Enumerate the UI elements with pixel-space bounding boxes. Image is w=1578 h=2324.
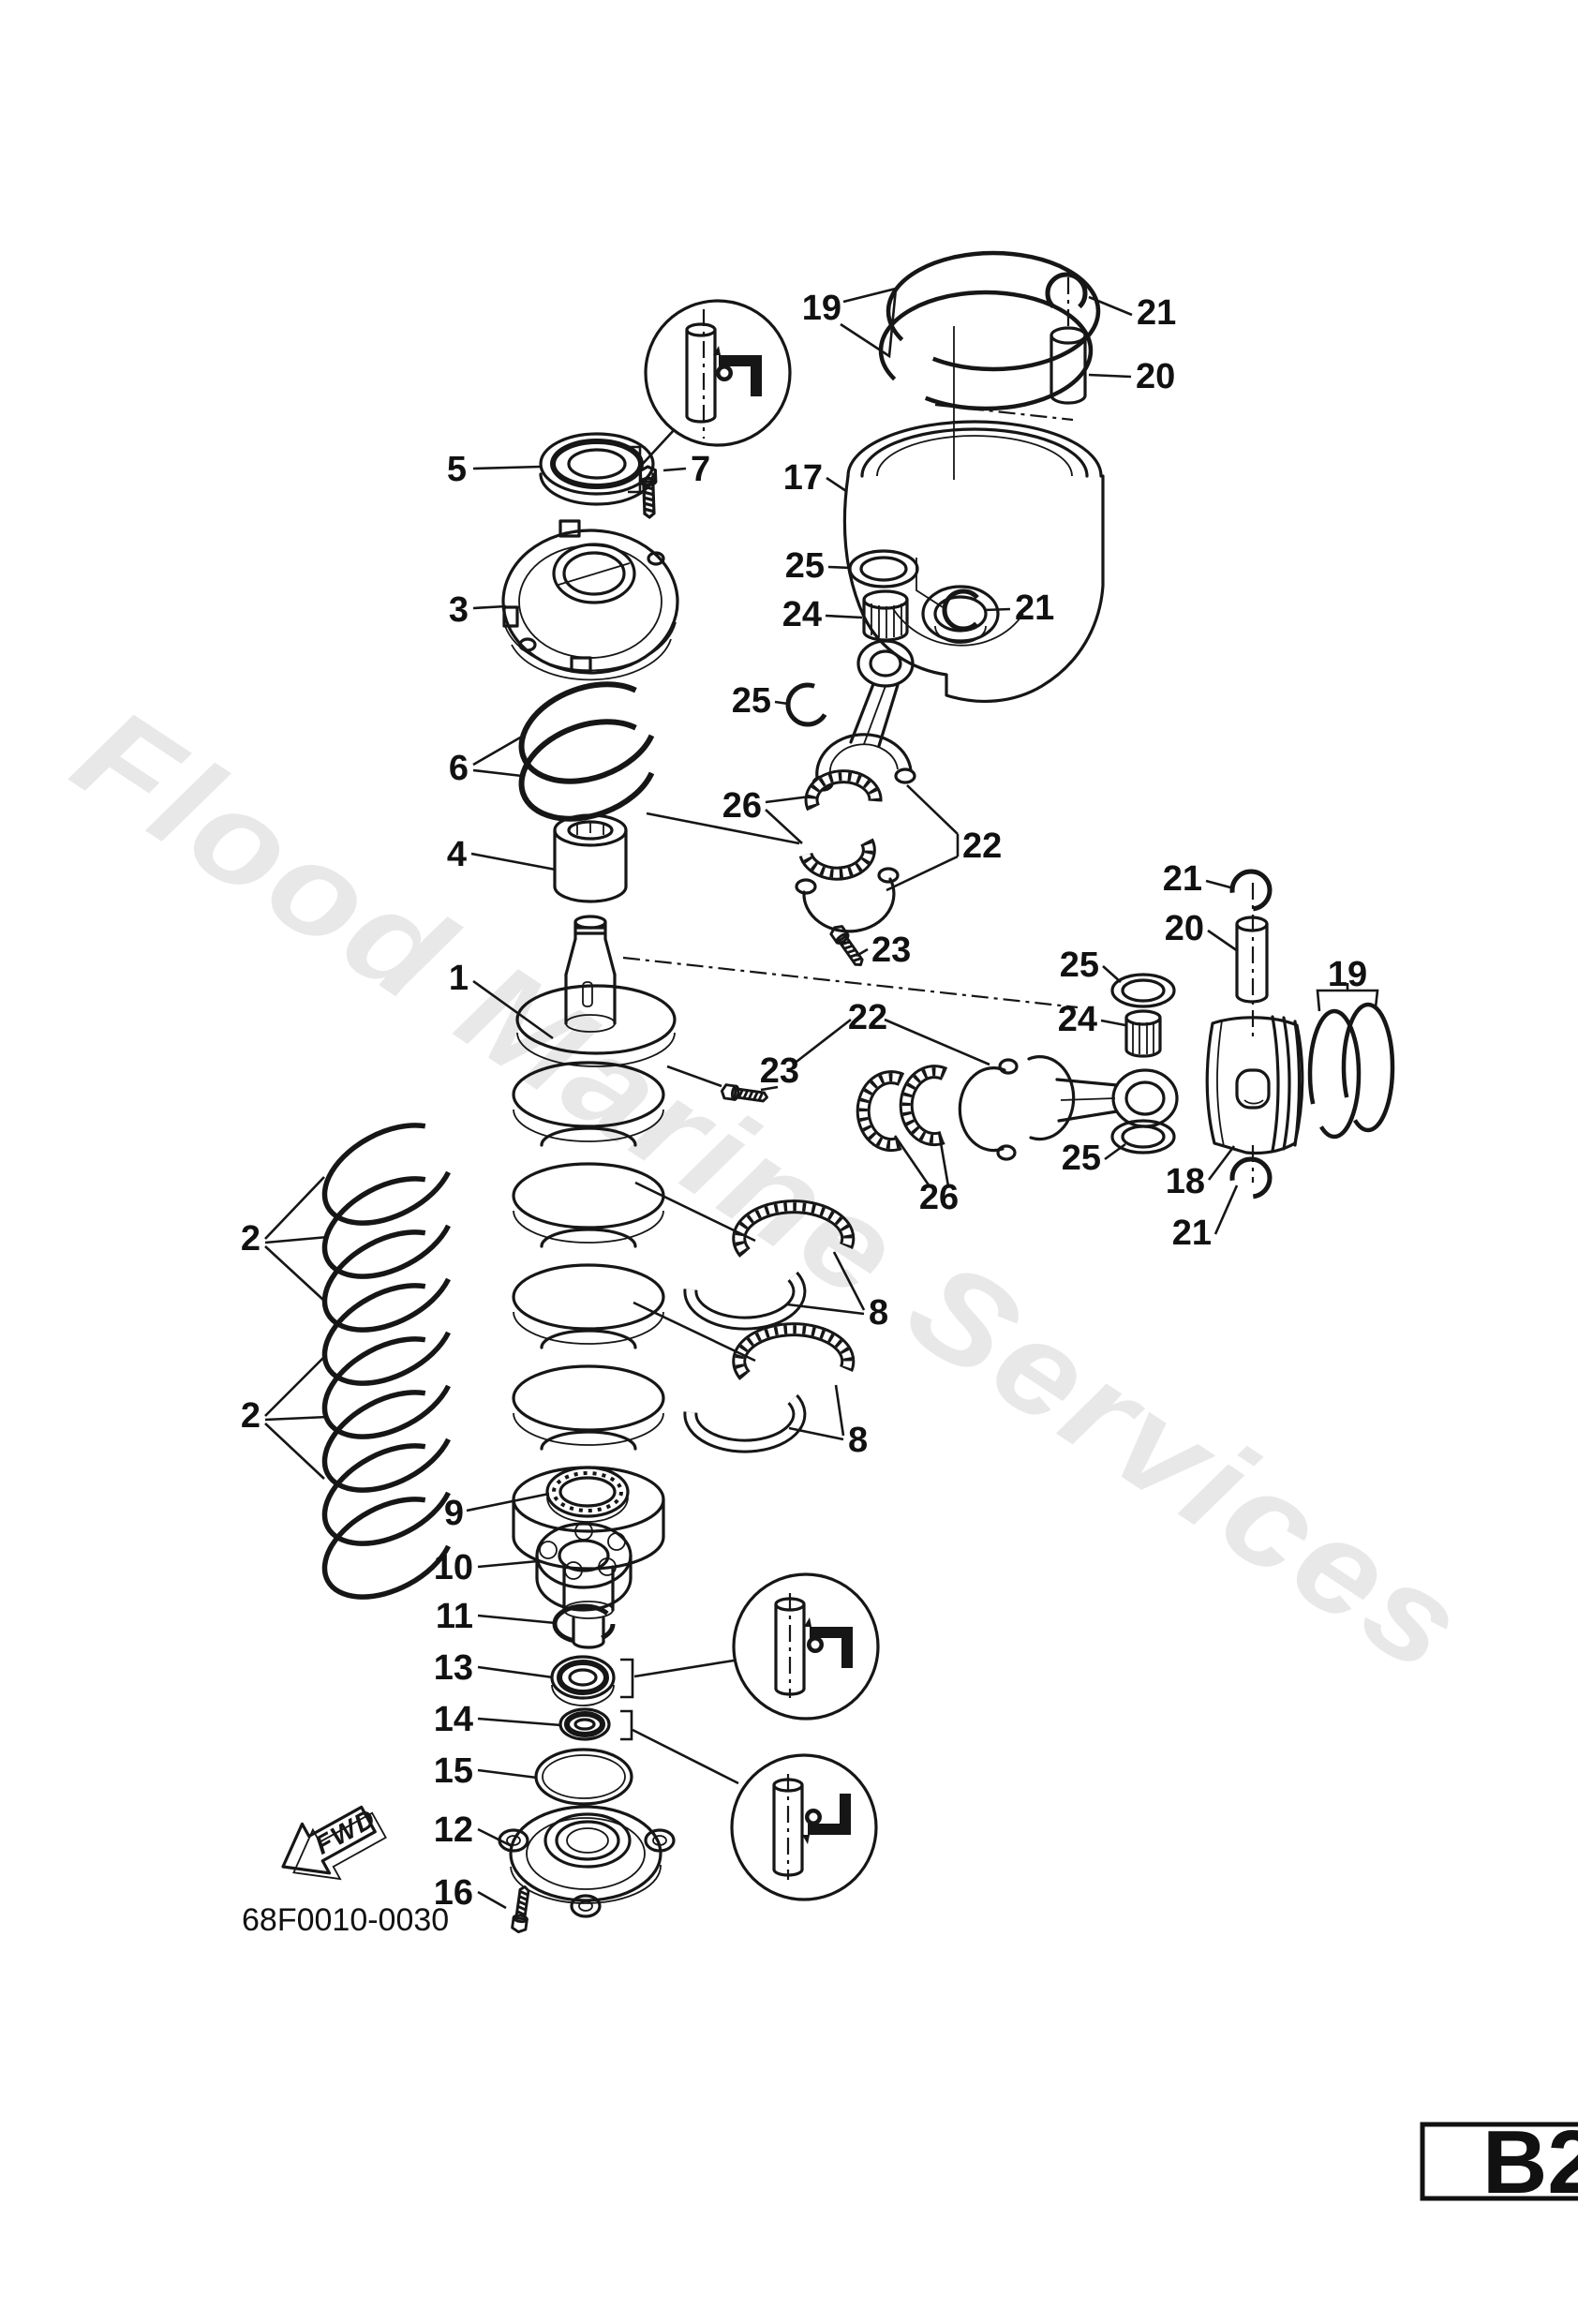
piston-pin-20-top [1050, 326, 1087, 405]
drawing-number: 68F0010-0030 [242, 1902, 449, 1938]
callout-23: 23 [760, 1051, 799, 1091]
callout-3: 3 [449, 590, 469, 630]
watermark-text: Flood Marine Services [50, 678, 1491, 1701]
rod-bearing-26-center [798, 769, 883, 881]
seal-rings-6 [518, 681, 659, 822]
callout-24: 24 [1058, 1000, 1097, 1039]
detail-circle-seal-13 [633, 1572, 880, 1721]
fwd-label: FWD [310, 1803, 381, 1860]
bearing-4 [553, 813, 628, 903]
page-ref-box: B2 [1420, 2112, 1578, 2212]
callout-6: 6 [449, 749, 469, 788]
callout-5: 5 [447, 450, 467, 489]
leader-lines [264, 295, 1239, 1910]
piston-rings-19-top [840, 250, 1101, 480]
callout-20: 20 [1165, 909, 1204, 948]
circlip-25-center [785, 682, 830, 727]
callout-8: 8 [848, 1421, 868, 1460]
fwd-arrow: FWD [281, 1803, 387, 1881]
main-bearing-8-lower-set [683, 1322, 856, 1453]
needle-bearing-24-top [862, 589, 909, 642]
callout-15: 15 [434, 1751, 473, 1791]
callout-14: 14 [434, 1700, 473, 1739]
callout-21: 21 [1163, 859, 1202, 899]
oil-seal-14 [558, 1707, 633, 1741]
circlip-21-right-bottom [1229, 1156, 1273, 1199]
callout-24: 24 [782, 595, 822, 634]
callout-11: 11 [436, 1597, 473, 1636]
callout-7: 7 [691, 450, 710, 489]
callout-26: 26 [722, 786, 762, 826]
callout-2: 2 [241, 1219, 261, 1259]
washer-25-right-bottom [1110, 1119, 1176, 1155]
callout-21: 21 [1172, 1214, 1212, 1253]
callout-10: 10 [434, 1548, 473, 1587]
callout-8: 8 [869, 1293, 888, 1333]
piston-pin-20-right [1235, 883, 1269, 1183]
callout-19: 19 [1328, 955, 1367, 994]
page-ref-label: B2 [1482, 2112, 1578, 2212]
washer-25-right-top [1110, 973, 1176, 1008]
callout-25: 25 [732, 681, 771, 721]
piston-18 [1205, 1015, 1304, 1155]
callout-16: 16 [434, 1873, 473, 1913]
labyrinth-rings-2 [321, 1123, 456, 1600]
piston-17 [842, 420, 1105, 703]
washer-9 [545, 1466, 630, 1523]
needle-bearing-24-right [1124, 1009, 1162, 1058]
callout-23: 23 [871, 931, 911, 970]
callout-9: 9 [444, 1494, 464, 1533]
oil-seal-5 [539, 432, 655, 506]
callout-20: 20 [1136, 357, 1175, 396]
callout-4: 4 [447, 835, 467, 874]
callout-17: 17 [783, 458, 823, 498]
callout-21: 21 [1015, 588, 1054, 628]
oil-seal-13 [550, 1655, 634, 1706]
ball-bearing-10 [535, 1522, 633, 1612]
callout-12: 12 [434, 1810, 473, 1850]
callout-2: 2 [241, 1396, 261, 1436]
callout-1: 1 [449, 959, 469, 998]
circlip-21-right-top [1229, 869, 1273, 912]
crankshaft-1 [512, 915, 677, 1649]
piston-rings-19-right [1307, 983, 1395, 1140]
bolt-16 [510, 1885, 533, 1935]
callout-19: 19 [802, 289, 841, 328]
circlip-21-top [1045, 272, 1088, 326]
callout-13: 13 [434, 1648, 473, 1688]
detail-circle-seal-top [640, 299, 792, 467]
callout-22: 22 [962, 827, 1002, 866]
circlip-21-mid [916, 558, 985, 632]
callout-18: 18 [1166, 1162, 1205, 1201]
callout-25: 25 [1062, 1139, 1101, 1178]
rod-bearing-26-right [856, 1065, 948, 1153]
oil-seal-housing-3 [501, 519, 679, 681]
washer-25-top [848, 549, 919, 588]
callout-21: 21 [1137, 293, 1176, 333]
callout-26: 26 [919, 1178, 959, 1217]
callout-25: 25 [785, 546, 825, 586]
main-bearing-8-upper-set [683, 1199, 856, 1331]
o-ring-15 [534, 1748, 633, 1806]
callout-25: 25 [1060, 946, 1099, 985]
callout-22: 22 [848, 998, 887, 1037]
detail-circle-seal-14 [632, 1728, 878, 1901]
